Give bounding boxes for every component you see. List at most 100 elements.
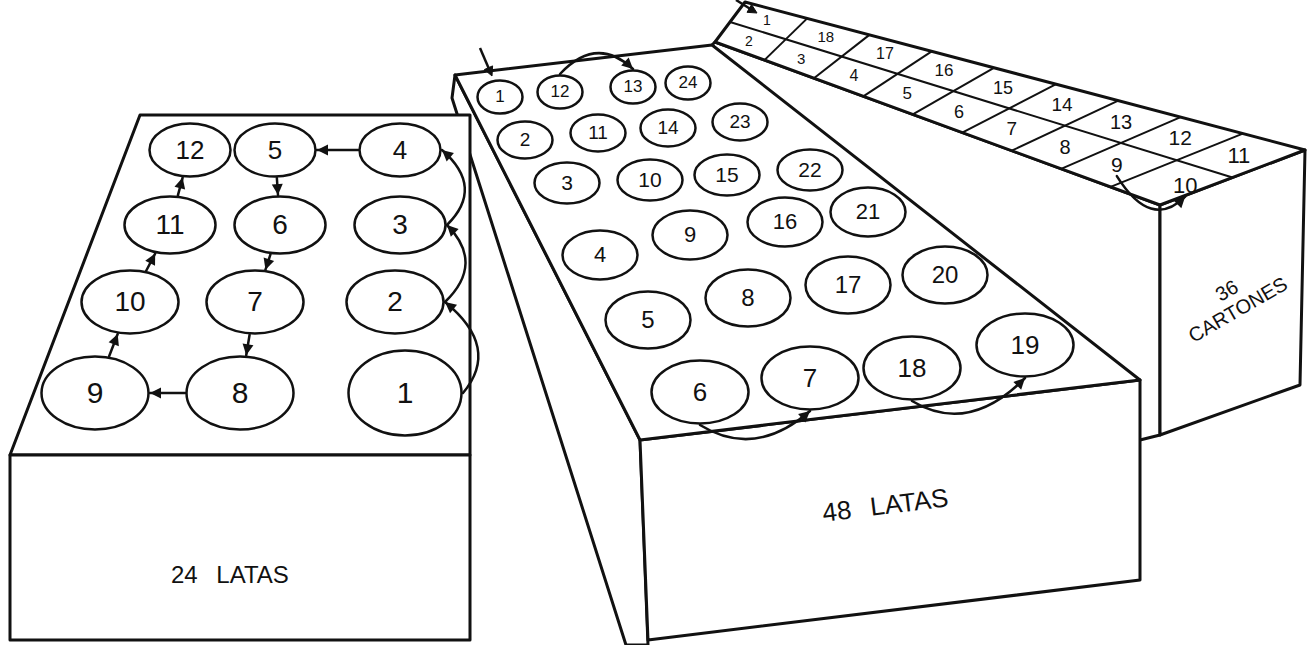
can-circle: 5 — [604, 290, 692, 350]
can-circle: 6 — [233, 195, 327, 255]
can-rim — [235, 124, 316, 177]
carton-cell: 12 — [1167, 127, 1194, 149]
crate-label-holder: 24 LATAS — [171, 562, 289, 588]
can-circle: 11 — [123, 195, 217, 255]
can-number: 7 — [247, 286, 263, 318]
carton-grid — [730, 18, 1243, 187]
carton-cell: 18 — [816, 29, 837, 45]
can-circle: 12 — [536, 74, 584, 110]
can-rim — [235, 197, 326, 254]
carton-cell: 11 — [1226, 144, 1253, 167]
can-number: 2 — [387, 286, 403, 318]
crate-label: 24 LATAS — [171, 561, 289, 588]
can-rim — [563, 231, 638, 280]
cell-number: 1 — [763, 12, 771, 28]
can-circle: 7 — [760, 345, 860, 411]
count-arrow — [175, 178, 186, 196]
can-rim — [207, 271, 304, 334]
start-arrowhead — [747, 5, 757, 14]
cell-number: 12 — [1169, 126, 1192, 149]
can-rim — [355, 197, 446, 254]
cell-number: 3 — [797, 50, 805, 67]
can-rim — [806, 257, 891, 314]
can-rim — [82, 271, 179, 334]
carton-cell: 17 — [874, 46, 896, 63]
carton-cell: 15 — [991, 79, 1015, 98]
count-arrow-line — [146, 253, 155, 270]
crate-48 — [452, 45, 1140, 645]
count-arrow — [264, 254, 274, 269]
can-number: 9 — [684, 222, 696, 248]
can-circle: 12 — [148, 122, 232, 178]
cell-number: 13 — [1110, 111, 1132, 133]
cell-number: 2 — [745, 33, 753, 49]
cell-number: 5 — [903, 84, 912, 103]
can-rim — [652, 361, 749, 424]
can-number: 6 — [693, 377, 707, 408]
can-circle: 23 — [711, 102, 769, 142]
crate-label-holder: 48 LATAS — [820, 483, 949, 527]
can-rim — [653, 211, 728, 260]
cell-number: 18 — [818, 28, 835, 45]
can-rim — [666, 67, 711, 100]
arrowhead — [798, 411, 810, 422]
arrowhead — [1174, 197, 1186, 209]
can-rim — [748, 198, 823, 247]
can-circle: 11 — [569, 113, 627, 153]
count-arrow — [272, 178, 283, 195]
can-number: 21 — [856, 199, 880, 225]
can-rim — [903, 247, 988, 304]
can-number: 9 — [87, 376, 104, 410]
carton-cell: 1 — [761, 13, 773, 28]
can-circle: 6 — [650, 359, 750, 425]
can-rim — [498, 122, 553, 159]
arrowhead — [317, 145, 328, 156]
arrowhead — [109, 334, 119, 346]
can-rim — [778, 150, 843, 191]
cell-number: 7 — [1007, 118, 1018, 139]
carton-cell: 7 — [1005, 119, 1020, 139]
carton-cell: 4 — [848, 68, 861, 85]
cell-number: 10 — [1173, 173, 1197, 198]
can-rim — [535, 163, 600, 204]
can-number: 5 — [641, 306, 654, 334]
can-rim — [611, 71, 656, 104]
can-number: 12 — [551, 82, 570, 102]
cell-number: 16 — [935, 61, 954, 80]
can-rim — [347, 271, 444, 334]
can-number: 13 — [624, 77, 643, 97]
can-rim — [42, 357, 149, 430]
crate-label: 36 CARTONES — [1184, 272, 1291, 346]
can-number: 1 — [397, 376, 414, 410]
can-number: 11 — [588, 122, 608, 144]
count-arrow — [442, 150, 465, 225]
can-circle: 13 — [609, 69, 657, 105]
can-circle: 8 — [704, 268, 792, 328]
grid-line — [863, 51, 931, 96]
can-circle: 18 — [862, 335, 962, 401]
can-number: 18 — [898, 353, 927, 384]
can-circle: 3 — [353, 195, 447, 255]
can-number: 10 — [638, 168, 661, 192]
can-rim — [618, 160, 683, 201]
can-number: 8 — [741, 284, 754, 312]
crate-box: 48 LATAS12345678910111213141516171819202… — [452, 40, 1142, 645]
can-rim — [706, 270, 791, 327]
cell-number: 6 — [954, 102, 964, 122]
count-arrow-line — [445, 225, 466, 302]
can-number: 4 — [393, 135, 407, 166]
can-number: 7 — [803, 363, 817, 394]
arrowhead — [447, 225, 459, 237]
can-number: 4 — [594, 242, 606, 268]
arrowhead — [264, 258, 274, 270]
can-circle: 9 — [651, 209, 729, 261]
can-rim — [606, 292, 691, 349]
can-number: 15 — [715, 163, 738, 187]
count-arrow — [150, 388, 185, 399]
carton-cell: 8 — [1058, 137, 1073, 158]
crate-36 — [712, 0, 1305, 440]
cell-number: 8 — [1060, 136, 1071, 158]
can-number: 19 — [1011, 330, 1040, 361]
can-number: 2 — [520, 129, 531, 151]
